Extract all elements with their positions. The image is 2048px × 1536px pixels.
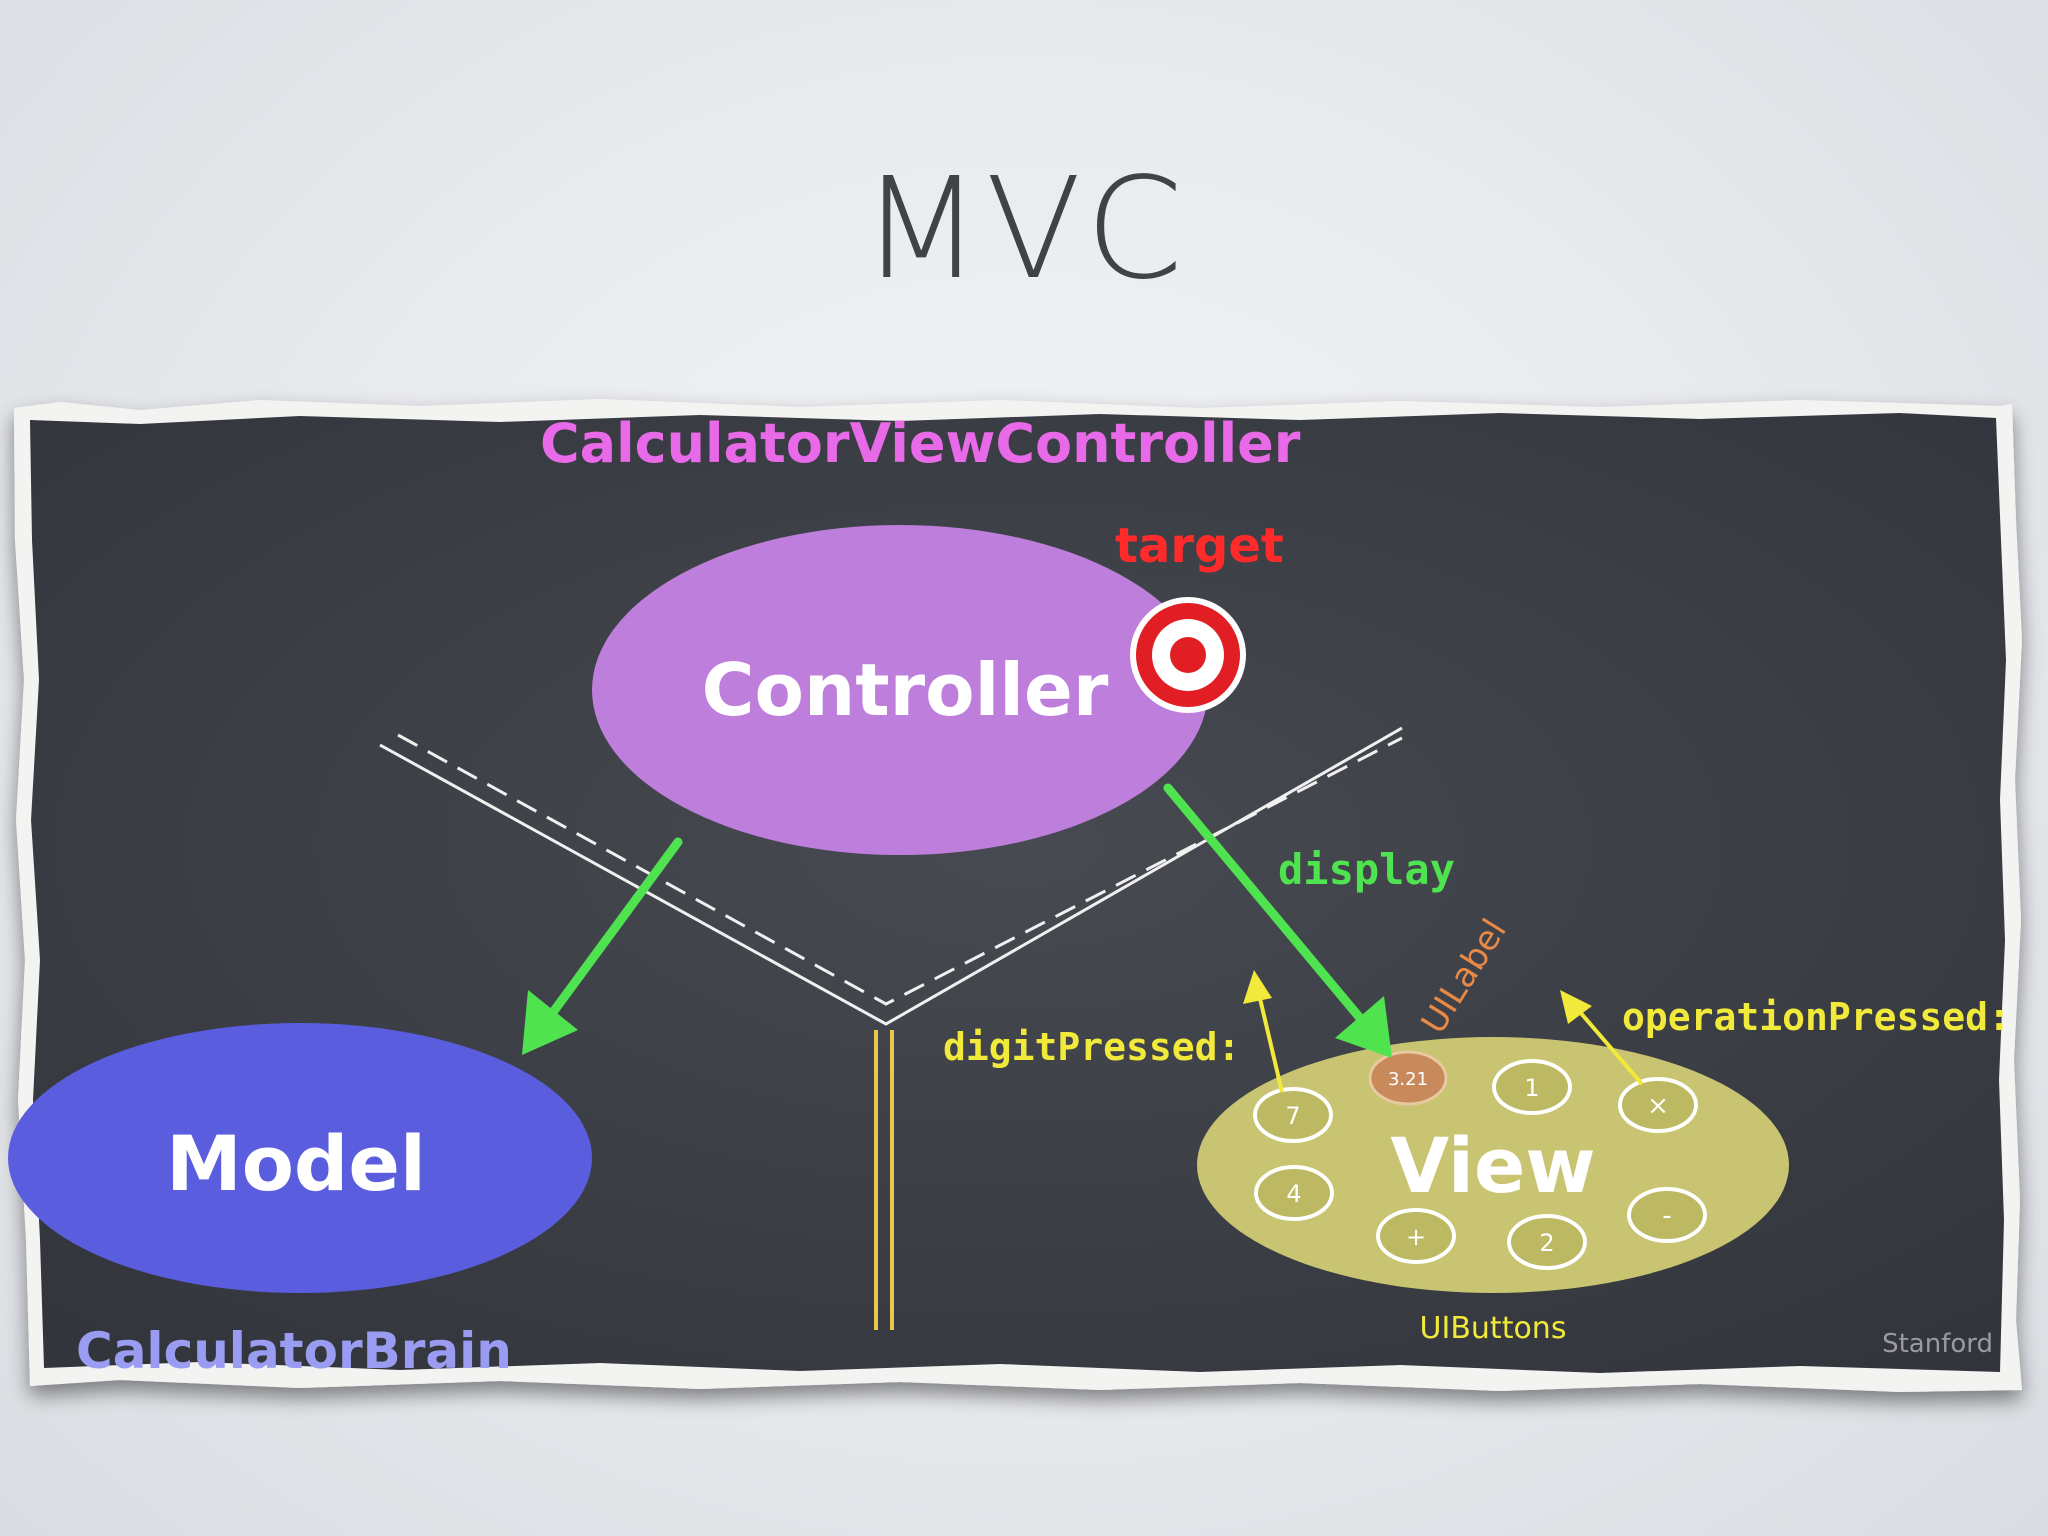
button-7: 7 [1253,1087,1333,1143]
outlet-arrow-to-model [522,837,683,1055]
button-plus: + [1376,1208,1456,1264]
view-buttons: 7 1 × 4 + 2 - [1253,1059,1707,1270]
outlet-display-label: display [1278,845,1455,894]
svg-text:+: + [1406,1223,1426,1251]
button-1: 1 [1492,1059,1572,1115]
uibuttons-label: UIButtons [1420,1311,1567,1346]
action-operation-label: operationPressed: [1622,995,2011,1039]
view-label: View [1390,1121,1595,1210]
action-arrow-operation [1560,990,1644,1086]
uilabel-display [1368,1050,1448,1106]
action-digit-label: digitPressed: [943,1025,1240,1069]
slide-title: MVC [860,148,1188,311]
button-multiply: × [1618,1077,1698,1133]
button-minus: - [1627,1187,1707,1243]
display-value: 3.21 [1388,1069,1428,1090]
controller-ellipse [592,525,1208,855]
model-label: Model [166,1119,426,1208]
stanford-credit: Stanford [1882,1329,1993,1359]
svg-text:2: 2 [1539,1229,1554,1257]
button-4: 4 [1254,1165,1334,1221]
model-ellipse [8,1023,592,1293]
button-2: 2 [1507,1214,1587,1270]
model-class-label: CalculatorBrain [76,1322,512,1380]
target-label: target [1115,518,1284,574]
controller-label: Controller [702,648,1109,732]
mvc-road-lines [379,726,1403,1330]
svg-text:7: 7 [1285,1102,1300,1130]
svg-text:1: 1 [1524,1074,1539,1102]
outlet-arrow-to-view [1163,783,1392,1058]
action-arrow-digit [1243,970,1284,1093]
controller-class-label: CalculatorViewController [540,412,1301,475]
svg-text:-: - [1662,1201,1671,1231]
target-icon [1130,597,1246,713]
svg-text:×: × [1647,1091,1669,1121]
svg-text:4: 4 [1286,1180,1301,1208]
